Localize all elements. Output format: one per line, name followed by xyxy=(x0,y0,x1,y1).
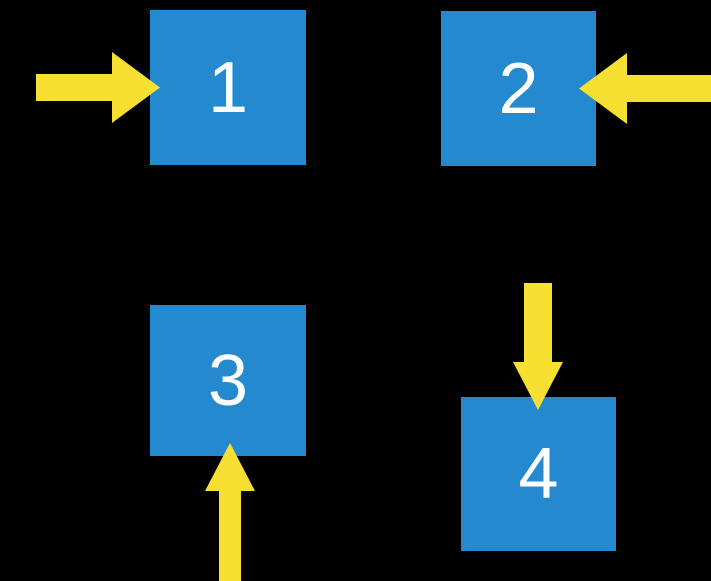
arrow-left-icon xyxy=(579,53,711,124)
box-4-label: 4 xyxy=(518,434,559,514)
arrow-down-icon xyxy=(513,283,563,410)
arrow-up-icon xyxy=(205,443,255,581)
arrow-up-shape xyxy=(205,443,255,581)
box-3-label: 3 xyxy=(207,340,249,421)
box-4[interactable]: 4 xyxy=(461,397,616,551)
box-1-label: 1 xyxy=(207,47,249,128)
arrow-left-shape xyxy=(579,53,711,124)
box-2[interactable]: 2 xyxy=(441,11,596,166)
box-2-label: 2 xyxy=(498,48,539,129)
box-3[interactable]: 3 xyxy=(150,305,306,456)
box-1[interactable]: 1 xyxy=(150,10,306,165)
arrow-right-icon xyxy=(36,52,160,123)
arrow-down-shape xyxy=(513,283,563,410)
arrow-right-shape xyxy=(36,52,160,123)
